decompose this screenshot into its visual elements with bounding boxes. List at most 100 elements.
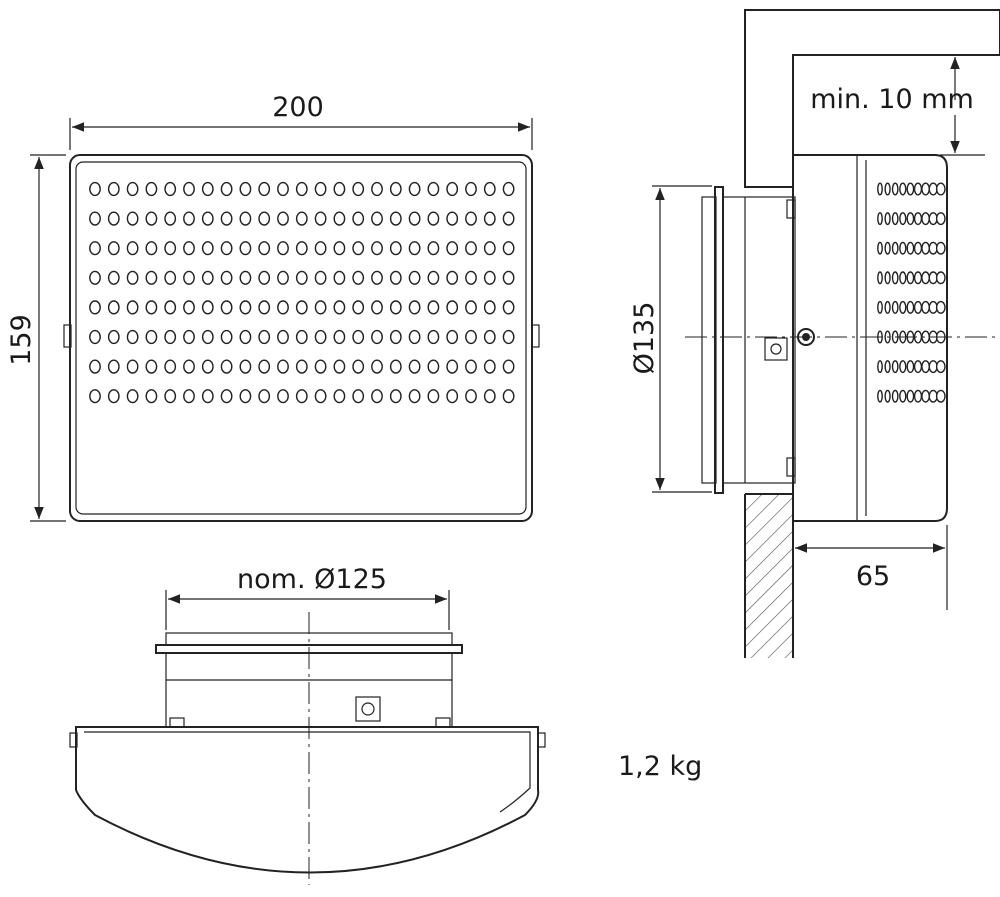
grille-hole [183, 181, 195, 197]
grille-hole [145, 389, 158, 404]
grille-hole [89, 241, 101, 256]
grille-hole [164, 270, 177, 285]
side-grille-hole [921, 182, 930, 196]
width-label: 200 [272, 92, 324, 123]
grille-hole [333, 181, 346, 197]
grille-hole [164, 241, 177, 256]
grille-hole [446, 389, 459, 404]
grille-hole [371, 181, 383, 197]
grille-hole [352, 329, 365, 345]
side-grille-hole [913, 389, 923, 403]
grille-hole [295, 241, 308, 256]
grille-hole [126, 359, 139, 374]
grille-hole [389, 300, 402, 315]
side-grille-hole [884, 182, 891, 196]
side-grille-hole [906, 212, 915, 226]
spigot-latch-bottom [786, 457, 796, 477]
grille-hole [220, 359, 233, 374]
top-latch-left [169, 717, 185, 728]
weight-label: 1,2 kg [618, 751, 702, 782]
grille-hole [389, 359, 402, 374]
grille-hole [220, 300, 233, 315]
side-grille-hole [884, 300, 891, 314]
grille-hole [220, 241, 233, 256]
side-grille-hole [906, 241, 915, 255]
grille-hole [502, 270, 515, 285]
grille-hole [389, 389, 402, 404]
side-grille-hole [891, 360, 899, 374]
grille-hole [446, 211, 459, 226]
grille-hole [427, 270, 440, 285]
grille-hole [295, 359, 308, 374]
spigot-rim [701, 196, 717, 484]
grille-hole [295, 300, 308, 315]
side-grille-hole [906, 182, 915, 196]
grille-hole [164, 211, 177, 226]
grille-hole [408, 300, 421, 315]
grille-hole [408, 241, 421, 256]
spigot-body [722, 196, 796, 484]
grille-hole [258, 359, 271, 374]
grille-hole [502, 181, 515, 197]
grille-hole [201, 241, 214, 256]
grille-hole [352, 181, 365, 197]
grille-hole [483, 181, 496, 197]
grille-hole [258, 181, 271, 197]
side-grille-hole [891, 271, 899, 285]
grille-hole [201, 389, 214, 404]
side-grille-hole [899, 300, 907, 314]
grille-hole [164, 300, 177, 315]
side-grille-hole [921, 389, 930, 403]
dia135-label: Ø135 [629, 302, 660, 375]
grille-hole [389, 329, 402, 345]
top-screw-head [361, 702, 375, 716]
grille-hole [277, 329, 289, 345]
grille-hole [427, 241, 440, 256]
side-grille-hole [913, 182, 923, 196]
grille-hole [333, 211, 346, 226]
grille-hole [220, 181, 233, 197]
grille-hole [389, 241, 402, 256]
grille-hole [371, 329, 383, 345]
front-inner-edge [75, 161, 527, 515]
grille-hole [164, 359, 177, 374]
grille-hole [107, 241, 120, 256]
grille-hole [502, 241, 515, 256]
grille-hole [408, 270, 421, 285]
grille-hole [164, 389, 177, 404]
grille-hole [465, 181, 477, 197]
grille-hole [314, 181, 327, 197]
wall-bottom-section [745, 494, 793, 658]
side-housing [792, 154, 948, 522]
grille-hole [107, 181, 120, 197]
side-grille-hole [935, 182, 946, 196]
grille-hole [314, 389, 327, 404]
grille-hole [107, 359, 120, 374]
grille-hole [277, 389, 289, 404]
grille-hole [107, 329, 120, 345]
top-view: nom. Ø125 [69, 564, 546, 885]
side-grille-hole [891, 300, 899, 314]
grille-hole [465, 270, 477, 285]
grille-hole [258, 329, 271, 345]
grille-hole [314, 241, 327, 256]
grille-hole [183, 270, 195, 285]
grille-hole [239, 389, 252, 404]
grille-hole [408, 359, 421, 374]
wall-top-section [744, 9, 1000, 188]
grille-hole [220, 270, 233, 285]
side-grille-hole [877, 212, 883, 226]
grille-hole [89, 359, 101, 374]
grille-hole [352, 359, 365, 374]
grille-hole [145, 211, 158, 226]
side-grille-hole [921, 300, 930, 314]
grille-hole [89, 211, 101, 226]
side-grille-hole [913, 241, 923, 255]
grille-hole [145, 359, 158, 374]
grille-hole [408, 389, 421, 404]
grille-hole [164, 329, 177, 345]
grille-hole [371, 359, 383, 374]
grille-hole [89, 300, 101, 315]
grille-hole [145, 329, 158, 345]
grille-hole [126, 329, 139, 345]
